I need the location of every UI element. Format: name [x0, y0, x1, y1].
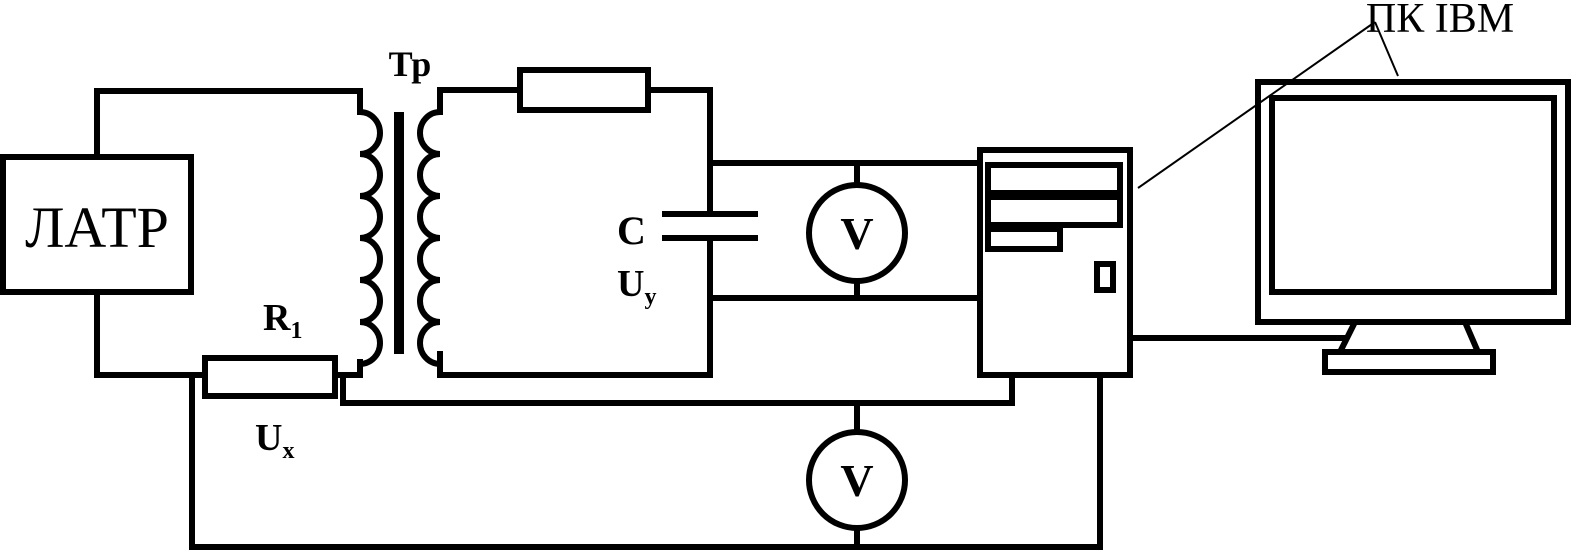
primary-winding — [356, 108, 383, 368]
voltmeter-upper-label: V — [840, 208, 873, 259]
voltage-x-label: Ux — [255, 417, 294, 464]
transformer-label: Тр — [389, 44, 432, 84]
capacitor-label: C — [617, 208, 646, 253]
lower-wires: Ux — [189, 372, 1103, 550]
resistor-r1: R1 — [202, 297, 338, 399]
voltage-y-label: Uy — [617, 263, 656, 310]
latr-block: ЛАТР — [0, 154, 194, 295]
voltmeter-lower: V — [806, 429, 908, 531]
voltmeter-lower-label: V — [840, 455, 873, 506]
secondary-wires — [437, 87, 713, 378]
secondary-winding — [417, 108, 444, 368]
latr-label: ЛАТР — [25, 195, 169, 260]
transformer-core — [394, 112, 404, 354]
pc-system-unit — [977, 147, 1133, 378]
resistor-label: R1 — [263, 297, 302, 344]
pc-label: ПК IBM — [1366, 0, 1514, 42]
voltmeter-upper: V — [707, 160, 983, 301]
pc-label-group: ПК IBM — [1137, 0, 1514, 189]
capacitor: C Uy — [617, 208, 758, 310]
resistor-top — [517, 67, 651, 113]
monitor — [1255, 79, 1571, 375]
transformer: Тр — [356, 44, 444, 368]
